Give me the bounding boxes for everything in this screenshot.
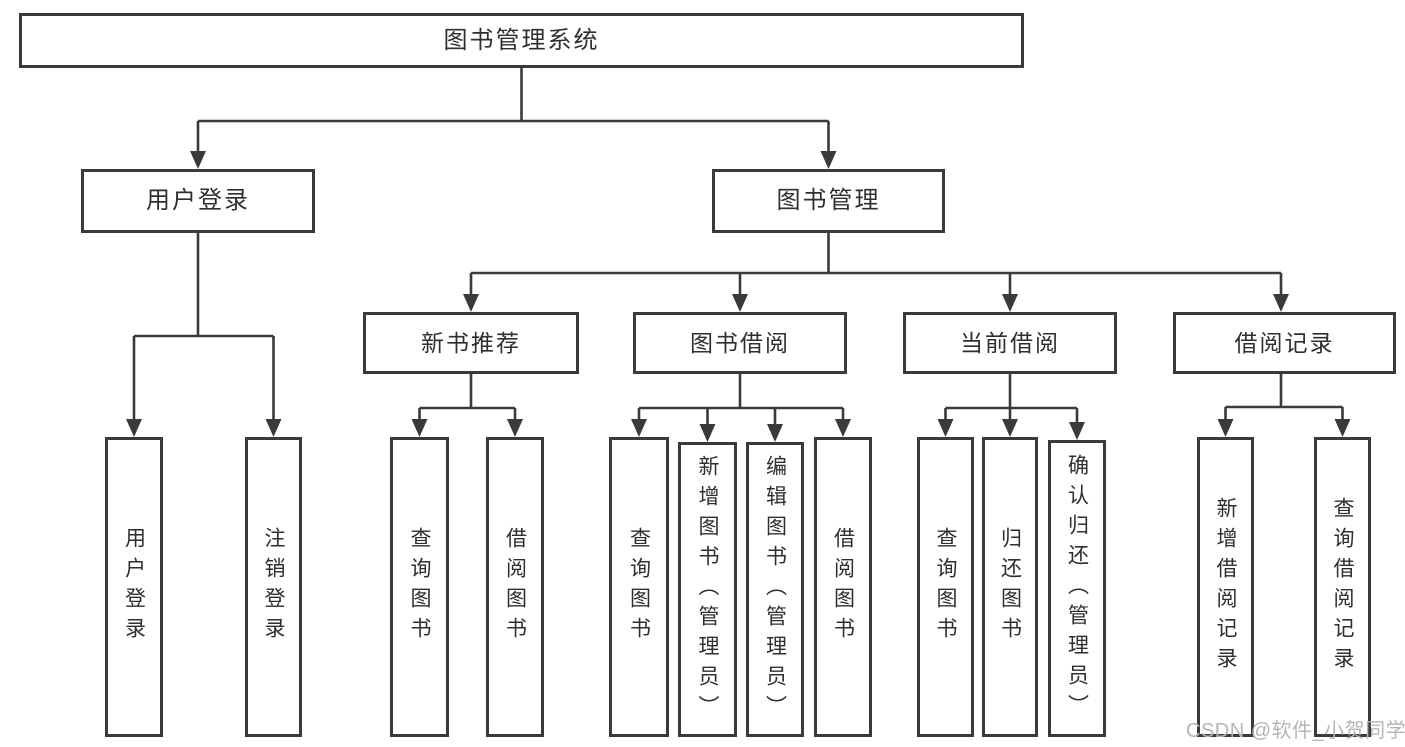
leaf-bb-borrow-books: 借阅图书 — [814, 437, 872, 737]
connector-current-borrow — [944, 373, 1079, 423]
leaf-nb-borrow-books: 借阅图书 — [486, 437, 544, 737]
node-borrow-records: 借阅记录 — [1173, 312, 1396, 374]
leaf-br-query-record: 查询借阅记录 — [1314, 437, 1371, 737]
leaf-bb-borrow-books-label: 借阅图书 — [831, 527, 855, 647]
leaf-user-login: 用户登录 — [105, 437, 163, 737]
connector-user-login — [132, 231, 275, 420]
leaf-cb-confirm-return-admin: 确认归还（管理员） — [1048, 440, 1106, 737]
leaf-br-query-record-label: 查询借阅记录 — [1331, 497, 1354, 677]
leaf-bb-edit-books-admin: 编辑图书（管理员） — [746, 442, 804, 737]
connector-new-book — [418, 373, 517, 420]
leaf-br-add-record-label: 新增借阅记录 — [1214, 497, 1237, 677]
node-current-borrowing-label: 当前借阅 — [960, 329, 1060, 356]
leaf-bb-add-books-admin: 新增图书（管理员） — [678, 442, 737, 737]
leaf-cb-return-books-label: 归还图书 — [998, 527, 1022, 647]
leaf-bb-edit-books-admin-label: 编辑图书（管理员） — [763, 454, 787, 725]
node-book-management-label: 图书管理 — [776, 187, 881, 214]
node-new-book-recommend: 新书推荐 — [363, 312, 579, 374]
node-current-borrowing: 当前借阅 — [903, 312, 1117, 374]
node-library-system: 图书管理系统 — [19, 13, 1024, 68]
node-borrow-records-label: 借阅记录 — [1234, 329, 1335, 356]
leaf-br-add-record: 新增借阅记录 — [1197, 437, 1254, 737]
leaf-bb-query-books-label: 查询图书 — [627, 527, 651, 647]
node-library-system-label: 图书管理系统 — [443, 26, 600, 54]
leaf-bb-query-books: 查询图书 — [609, 437, 669, 737]
leaf-cb-return-books: 归还图书 — [982, 437, 1038, 737]
node-user-login: 用户登录 — [81, 169, 315, 233]
leaf-logout-label: 注销登录 — [262, 527, 285, 647]
leaf-nb-query-books-label: 查询图书 — [408, 527, 431, 647]
connector-root — [196, 66, 830, 152]
arrowheads — [126, 151, 1351, 442]
connector-book-borrow — [637, 373, 845, 425]
node-new-book-recommend-label: 新书推荐 — [421, 329, 521, 356]
leaf-user-login-label: 用户登录 — [122, 527, 146, 647]
node-user-login-label: 用户登录 — [146, 187, 250, 214]
leaf-cb-query-books-label: 查询图书 — [934, 527, 957, 647]
csdn-watermark: CSDN @软件_小贺同学 — [1186, 720, 1405, 742]
connector-book-management — [469, 231, 1283, 296]
node-book-borrowing-label: 图书借阅 — [690, 329, 790, 356]
leaf-cb-query-books: 查询图书 — [917, 437, 974, 737]
leaf-logout: 注销登录 — [245, 437, 302, 737]
leaf-cb-confirm-return-admin-label: 确认归还（管理员） — [1065, 453, 1089, 724]
leaf-nb-query-books: 查询图书 — [390, 437, 449, 737]
node-book-borrowing: 图书借阅 — [633, 312, 847, 374]
leaf-bb-add-books-admin-label: 新增图书（管理员） — [696, 454, 719, 725]
leaf-nb-borrow-books-label: 借阅图书 — [503, 527, 527, 647]
connector-borrow-records — [1224, 373, 1344, 420]
node-book-management: 图书管理 — [712, 169, 945, 233]
